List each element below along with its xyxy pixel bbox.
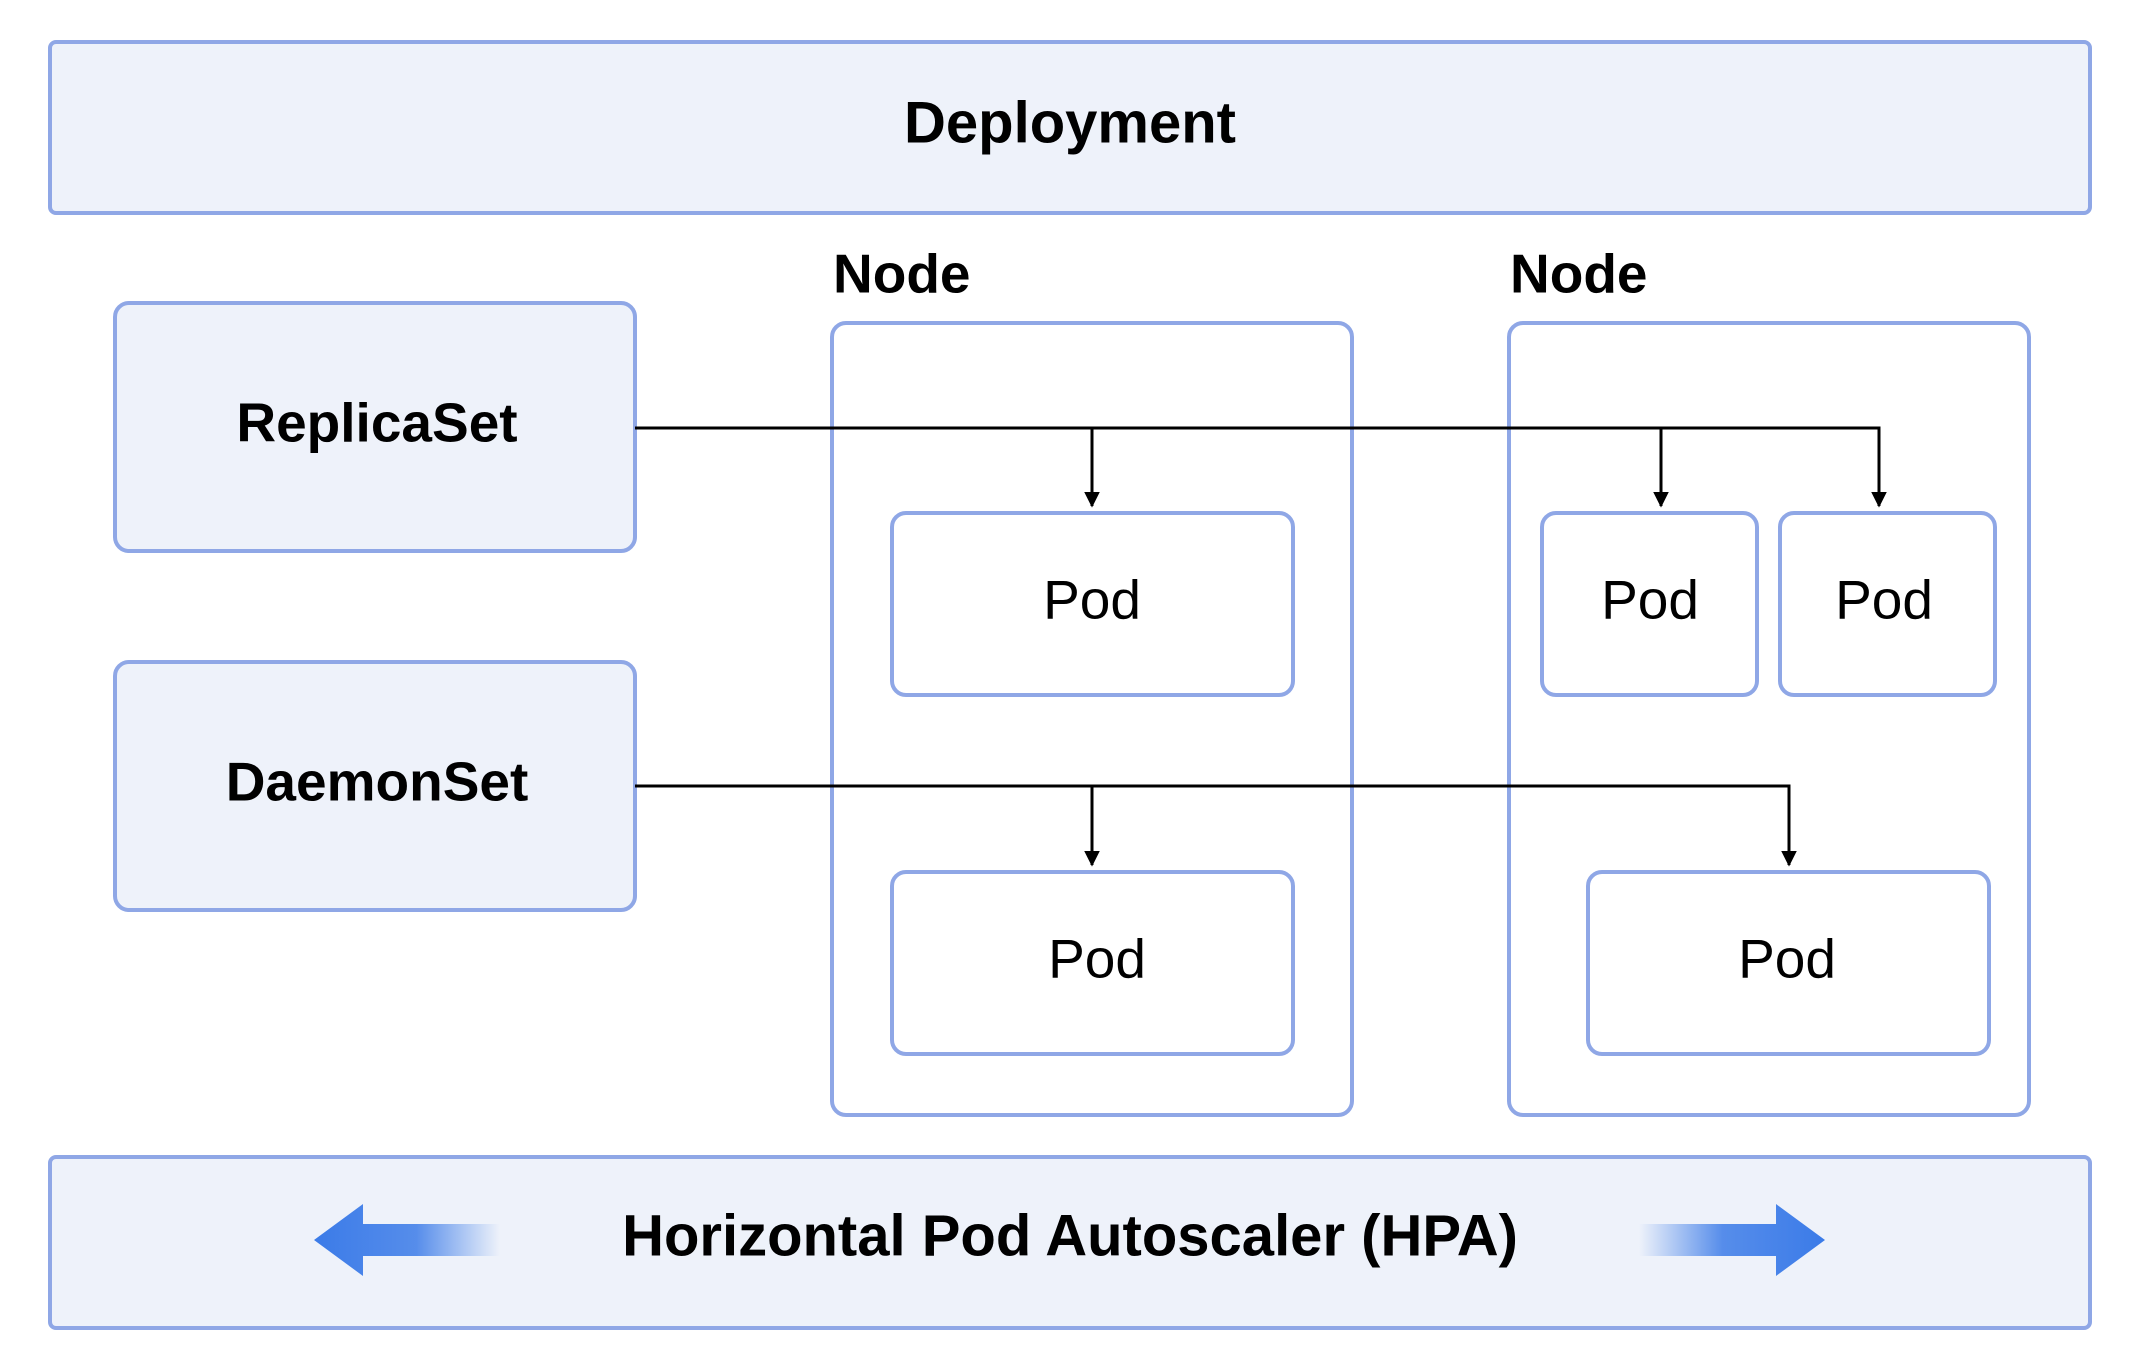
node-1-title: Node	[833, 243, 971, 305]
daemonset-trunk-line	[635, 784, 1797, 867]
pod-node2-daemonset: Pod	[1586, 870, 1991, 1056]
scale-left-arrow-icon	[314, 1204, 500, 1276]
daemonset-box: DaemonSet	[113, 660, 637, 912]
pod-label: Pod	[1835, 569, 1933, 631]
hpa-label: Horizontal Pod Autoscaler (HPA)	[622, 1203, 1518, 1268]
replicaset-box: ReplicaSet	[113, 301, 637, 553]
hpa-box: Horizontal Pod Autoscaler (HPA)	[48, 1155, 2092, 1330]
pod-node1-daemonset: Pod	[890, 870, 1295, 1056]
node-2-title: Node	[1510, 243, 1648, 305]
pod-node2-replicaset-b: Pod	[1778, 511, 1997, 697]
pod-node1-replicaset: Pod	[890, 511, 1295, 697]
replicaset-connectors	[635, 426, 1887, 508]
daemonset-connectors	[635, 784, 1797, 867]
deployment-box: Deployment	[48, 40, 2092, 215]
pod-label: Pod	[1601, 569, 1699, 631]
replicaset-label: ReplicaSet	[236, 392, 517, 454]
pod-label: Pod	[1738, 928, 1836, 990]
replicaset-trunk-line	[635, 426, 1887, 508]
pod-label: Pod	[1043, 569, 1141, 631]
daemonset-label: DaemonSet	[226, 751, 529, 813]
pod-node2-replicaset-a: Pod	[1540, 511, 1759, 697]
pod-label: Pod	[1048, 928, 1146, 990]
deployment-label: Deployment	[904, 90, 1236, 155]
scale-right-arrow-icon	[1639, 1204, 1825, 1276]
